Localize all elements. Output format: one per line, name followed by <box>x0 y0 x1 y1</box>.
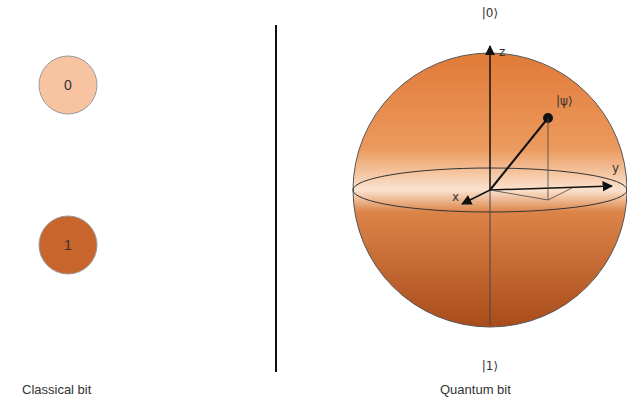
z-axis <box>489 46 491 190</box>
bit-value: 1 <box>64 237 72 253</box>
caption-label: Classical bit <box>22 382 91 398</box>
axis-label: y <box>612 161 619 175</box>
state-label: |ψ⟩ <box>556 94 573 108</box>
circle-shape <box>39 56 97 114</box>
basis-state-label: |0⟩ <box>482 6 498 20</box>
circle-shape <box>39 216 97 274</box>
projection-line <box>490 190 548 200</box>
bit-value: 0 <box>64 77 72 93</box>
projection-line <box>548 118 549 200</box>
divider-line <box>275 25 277 372</box>
axis-label: x <box>452 190 459 204</box>
basis-state-label: |1⟩ <box>482 359 498 373</box>
x-axis <box>462 190 490 204</box>
classical-bit-one: 1 <box>38 215 98 275</box>
classical-bit-zero: 0 <box>38 55 98 115</box>
z-axis-lower <box>490 190 491 325</box>
caption-label: Quantum bit <box>440 382 511 398</box>
projection-line <box>548 188 572 200</box>
axis-label: z <box>499 45 505 59</box>
y-axis <box>490 186 612 190</box>
state-vector <box>490 118 548 190</box>
